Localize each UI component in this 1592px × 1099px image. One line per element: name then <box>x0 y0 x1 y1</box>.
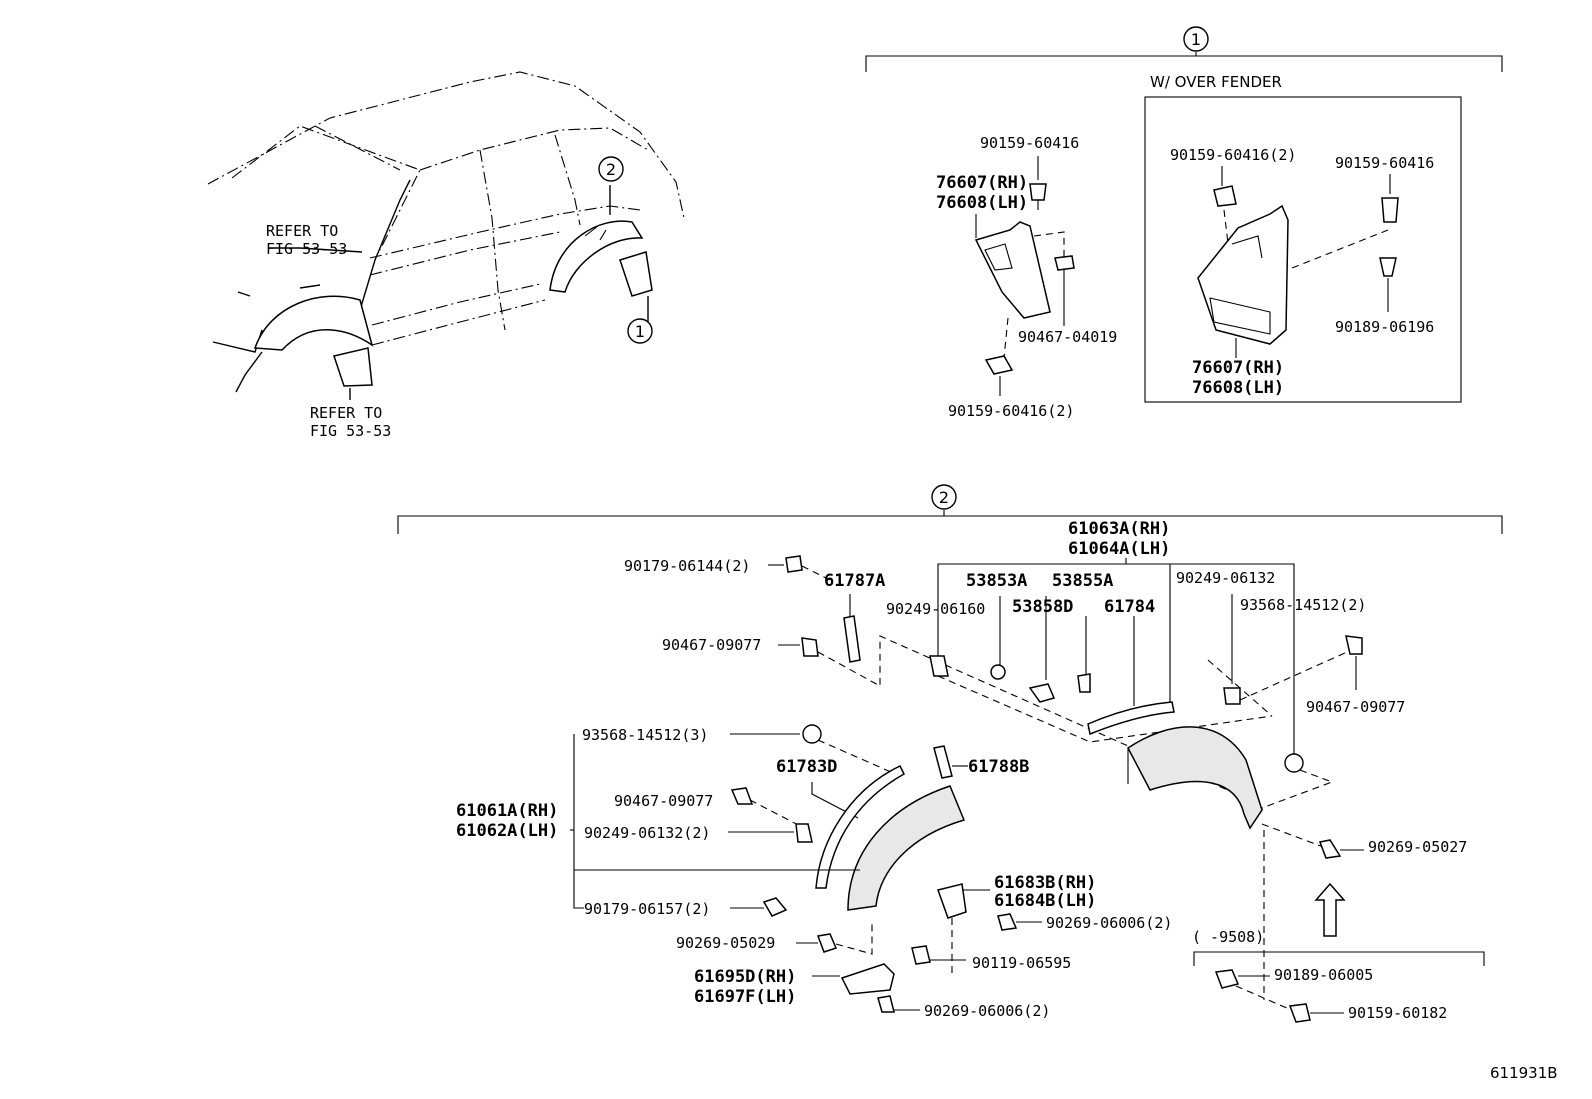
molding-strip <box>1087 701 1175 736</box>
grommet-icon <box>785 555 803 573</box>
screw-icon <box>795 823 813 843</box>
label-61787a: 61787A <box>824 571 885 591</box>
callout-2-section-text: 2 <box>939 488 949 507</box>
section-2: 2 61063A(RH) 61064A(LH) 90179-06144(2) 6… <box>397 484 1503 1023</box>
label-76607-rh-right: 76607(RH) <box>1192 358 1284 378</box>
label-90119-06595: 90119-06595 <box>972 954 1071 972</box>
label-90269-06006-2-a: 90269-06006(2) <box>1046 914 1172 932</box>
label-61788b: 61788B <box>968 757 1029 777</box>
label-90249-06160: 90249-06160 <box>886 600 985 618</box>
figure-id: 611931B <box>1490 1064 1558 1082</box>
label-90179-06144-2: 90179-06144(2) <box>624 557 750 575</box>
clip-icon <box>801 637 819 657</box>
label-93568-14512-3: 93568-14512(3) <box>582 726 708 744</box>
callout-2-vehicle-text: 2 <box>606 160 616 179</box>
label-61695d-rh: 61695D(RH) <box>694 967 796 987</box>
seal-icon <box>1077 673 1091 693</box>
label-date-range: ( -9508) <box>1192 928 1264 946</box>
label-93568-14512-2: 93568-14512(2) <box>1240 596 1366 614</box>
mudguard-right <box>1197 204 1289 345</box>
bolt-icon <box>1288 1003 1311 1023</box>
forward-arrow-icon <box>1314 882 1346 937</box>
label-61783d: 61783D <box>776 757 837 777</box>
label-76608-lh-left: 76608(LH) <box>936 193 1028 213</box>
clip-icon <box>762 897 788 917</box>
label-90189-06196: 90189-06196 <box>1335 318 1434 336</box>
label-90467-09077-mid: 90467-09077 <box>614 792 713 810</box>
rivet-icon <box>997 913 1018 931</box>
clip-s-icon <box>802 724 822 744</box>
label-90467-09077-right: 90467-09077 <box>1306 698 1405 716</box>
label-61061a-rh: 61061A(RH) <box>456 801 558 821</box>
label-90467-09077-left: 90467-09077 <box>662 636 761 654</box>
callout-1-vehicle-text: 1 <box>635 322 645 341</box>
callout-2-vehicle <box>598 156 624 182</box>
front-molding-strip <box>815 765 905 889</box>
bracket-front <box>840 963 895 995</box>
clip-icon <box>1379 257 1397 277</box>
clip-s-icon <box>1284 753 1304 773</box>
label-90179-06157-2: 90179-06157(2) <box>584 900 710 918</box>
label-90159-60182: 90159-60182 <box>1348 1004 1447 1022</box>
label-90249-06132-2: 90249-06132(2) <box>584 824 710 842</box>
label-61697f-lh: 61697F(LH) <box>694 987 796 1007</box>
label-61684b-lh: 61684B(LH) <box>994 891 1096 911</box>
label-90269-05027: 90269-05027 <box>1368 838 1467 856</box>
label-61063a-rh: 61063A(RH) <box>1068 519 1170 539</box>
seal-strip-icon <box>843 615 861 663</box>
label-53858d: 53858D <box>1012 597 1073 617</box>
label-76607-rh-left: 76607(RH) <box>936 173 1028 193</box>
bolt-icon <box>1213 185 1237 207</box>
screw-icon <box>929 655 949 677</box>
mudguard-left <box>974 221 1051 319</box>
screw-icon <box>1028 683 1056 703</box>
label-53855a: 53855A <box>1052 571 1113 591</box>
rivet-icon <box>816 933 838 953</box>
clip-icon <box>1214 969 1240 989</box>
over-fender-box <box>1144 96 1462 403</box>
bolt-icon <box>1381 197 1399 223</box>
refer-bottom-line1: REFER TO <box>310 404 382 422</box>
label-61784: 61784 <box>1104 597 1155 617</box>
label-90467-04019: 90467-04019 <box>1018 328 1117 346</box>
label-90159-60416-2-left: 90159-60416(2) <box>948 402 1074 420</box>
front-fender-flare <box>847 785 966 911</box>
label-61062a-lh: 61062A(LH) <box>456 821 558 841</box>
nut-icon <box>1054 255 1075 271</box>
label-90189-06005: 90189-06005 <box>1274 966 1373 984</box>
label-90159-60416-top: 90159-60416 <box>980 134 1079 152</box>
rear-fender-flare <box>1127 726 1263 830</box>
section-1: 1 90159-60416 76607(RH) 76608(LH) 90467-… <box>865 26 1503 420</box>
refer-top-line1: REFER TO <box>266 222 338 240</box>
label-61683b-rh: 61683B(RH) <box>994 873 1096 893</box>
bolt-icon <box>984 355 1014 375</box>
label-61064a-lh: 61064A(LH) <box>1068 539 1170 559</box>
over-fender-title: W/ OVER FENDER <box>1150 73 1282 91</box>
label-90249-06132-top: 90249-06132 <box>1176 569 1275 587</box>
rivet-icon <box>877 995 895 1013</box>
callout-1-section <box>1183 26 1209 52</box>
vehicle-overview: 2 1 REFER TO FIG 53-53 REFER TO FIG 53-5… <box>207 71 685 440</box>
label-90159-60416-right: 90159-60416 <box>1335 154 1434 172</box>
pin-icon <box>990 664 1006 680</box>
screw-icon <box>1223 687 1241 705</box>
label-76608-lh-right: 76608(LH) <box>1192 378 1284 398</box>
label-90269-05029: 90269-05029 <box>676 934 775 952</box>
clip-icon <box>1345 635 1363 655</box>
label-90269-06006-2-b: 90269-06006(2) <box>924 1002 1050 1020</box>
rivet-icon <box>1318 839 1342 859</box>
label-90159-60416-2-right: 90159-60416(2) <box>1170 146 1296 164</box>
callout-2-section <box>931 484 957 510</box>
seal-strip-icon <box>933 745 953 779</box>
callout-1-section-text: 1 <box>1191 30 1201 49</box>
refer-bottom-line2: FIG 53-53 <box>310 422 391 440</box>
bolt-icon <box>1029 183 1047 201</box>
clip-icon <box>730 787 754 805</box>
callout-1-vehicle <box>627 318 653 344</box>
bracket-center <box>937 883 967 919</box>
label-53853a: 53853A <box>966 571 1027 591</box>
bolt-icon <box>911 945 931 965</box>
refer-top-line2: FIG 53-53 <box>266 240 347 258</box>
